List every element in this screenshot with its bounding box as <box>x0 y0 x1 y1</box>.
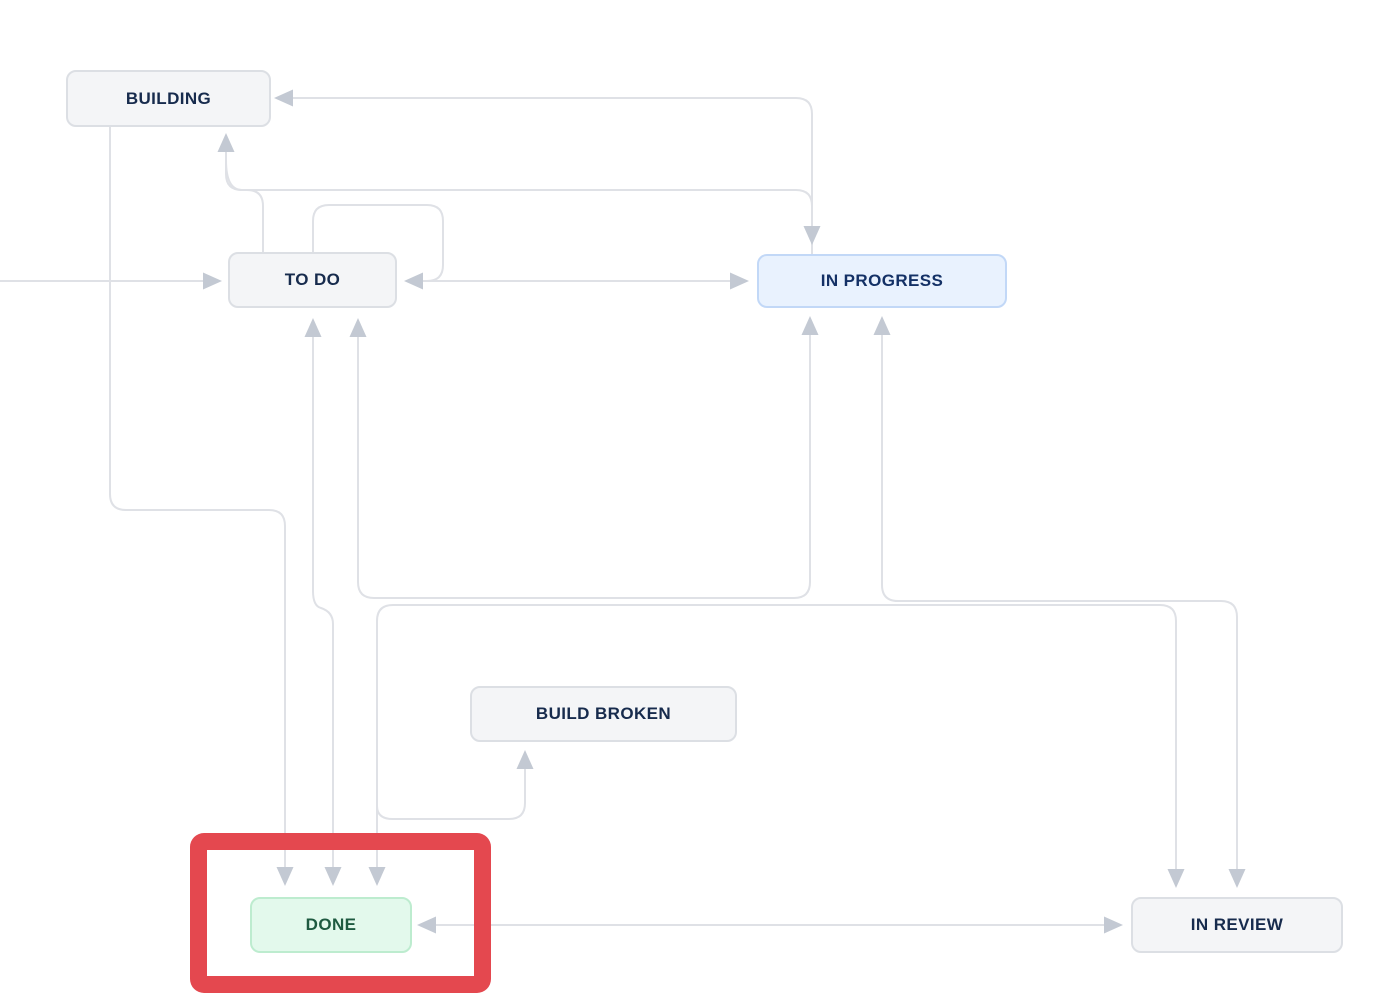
arrowhead-icon <box>368 867 386 886</box>
arrowhead-icon <box>324 867 342 886</box>
status-to-do[interactable]: TO DO <box>228 252 397 308</box>
arrowhead-icon <box>1167 869 1185 888</box>
status-building[interactable]: BUILDING <box>66 70 271 127</box>
arrowhead-icon <box>873 316 891 335</box>
transition-todo-self-loop[interactable] <box>312 204 444 282</box>
transition-to-build-broken[interactable] <box>376 769 526 820</box>
status-in-progress[interactable]: IN PROGRESS <box>757 254 1007 308</box>
arrowhead-icon <box>217 133 235 152</box>
arrowhead-icon <box>276 867 294 886</box>
status-in-review[interactable]: IN REVIEW <box>1131 897 1343 953</box>
transition-inprogress-to-building[interactable] <box>293 97 813 254</box>
status-build-broken[interactable]: BUILD BROKEN <box>470 686 737 742</box>
transition-todo-to-building[interactable] <box>225 152 264 252</box>
transition-inprogress-inreview-pair[interactable] <box>881 335 1238 869</box>
arrowhead-icon <box>803 226 821 245</box>
arrowhead-icon <box>417 916 436 934</box>
status-done[interactable]: DONE <box>250 897 412 953</box>
arrowhead-icon <box>516 750 534 769</box>
arrowhead-icon <box>203 272 222 290</box>
arrowhead-icon <box>349 318 367 337</box>
transition-todo-inprogress-lower-pair[interactable] <box>357 335 811 599</box>
arrowhead-icon <box>1104 916 1123 934</box>
arrowhead-icon <box>404 272 423 290</box>
arrowhead-icon <box>274 89 293 107</box>
transition-done-inreview-upper-pair[interactable] <box>376 604 1177 869</box>
arrowhead-icon <box>304 318 322 337</box>
arrowhead-icon <box>1228 869 1246 888</box>
transition-building-to-done[interactable] <box>109 127 286 867</box>
transition-todo-done-pair[interactable] <box>312 337 334 867</box>
transition-building-to-inprogress[interactable] <box>225 159 813 226</box>
arrowhead-icon <box>801 316 819 335</box>
arrowhead-icon <box>730 272 749 290</box>
